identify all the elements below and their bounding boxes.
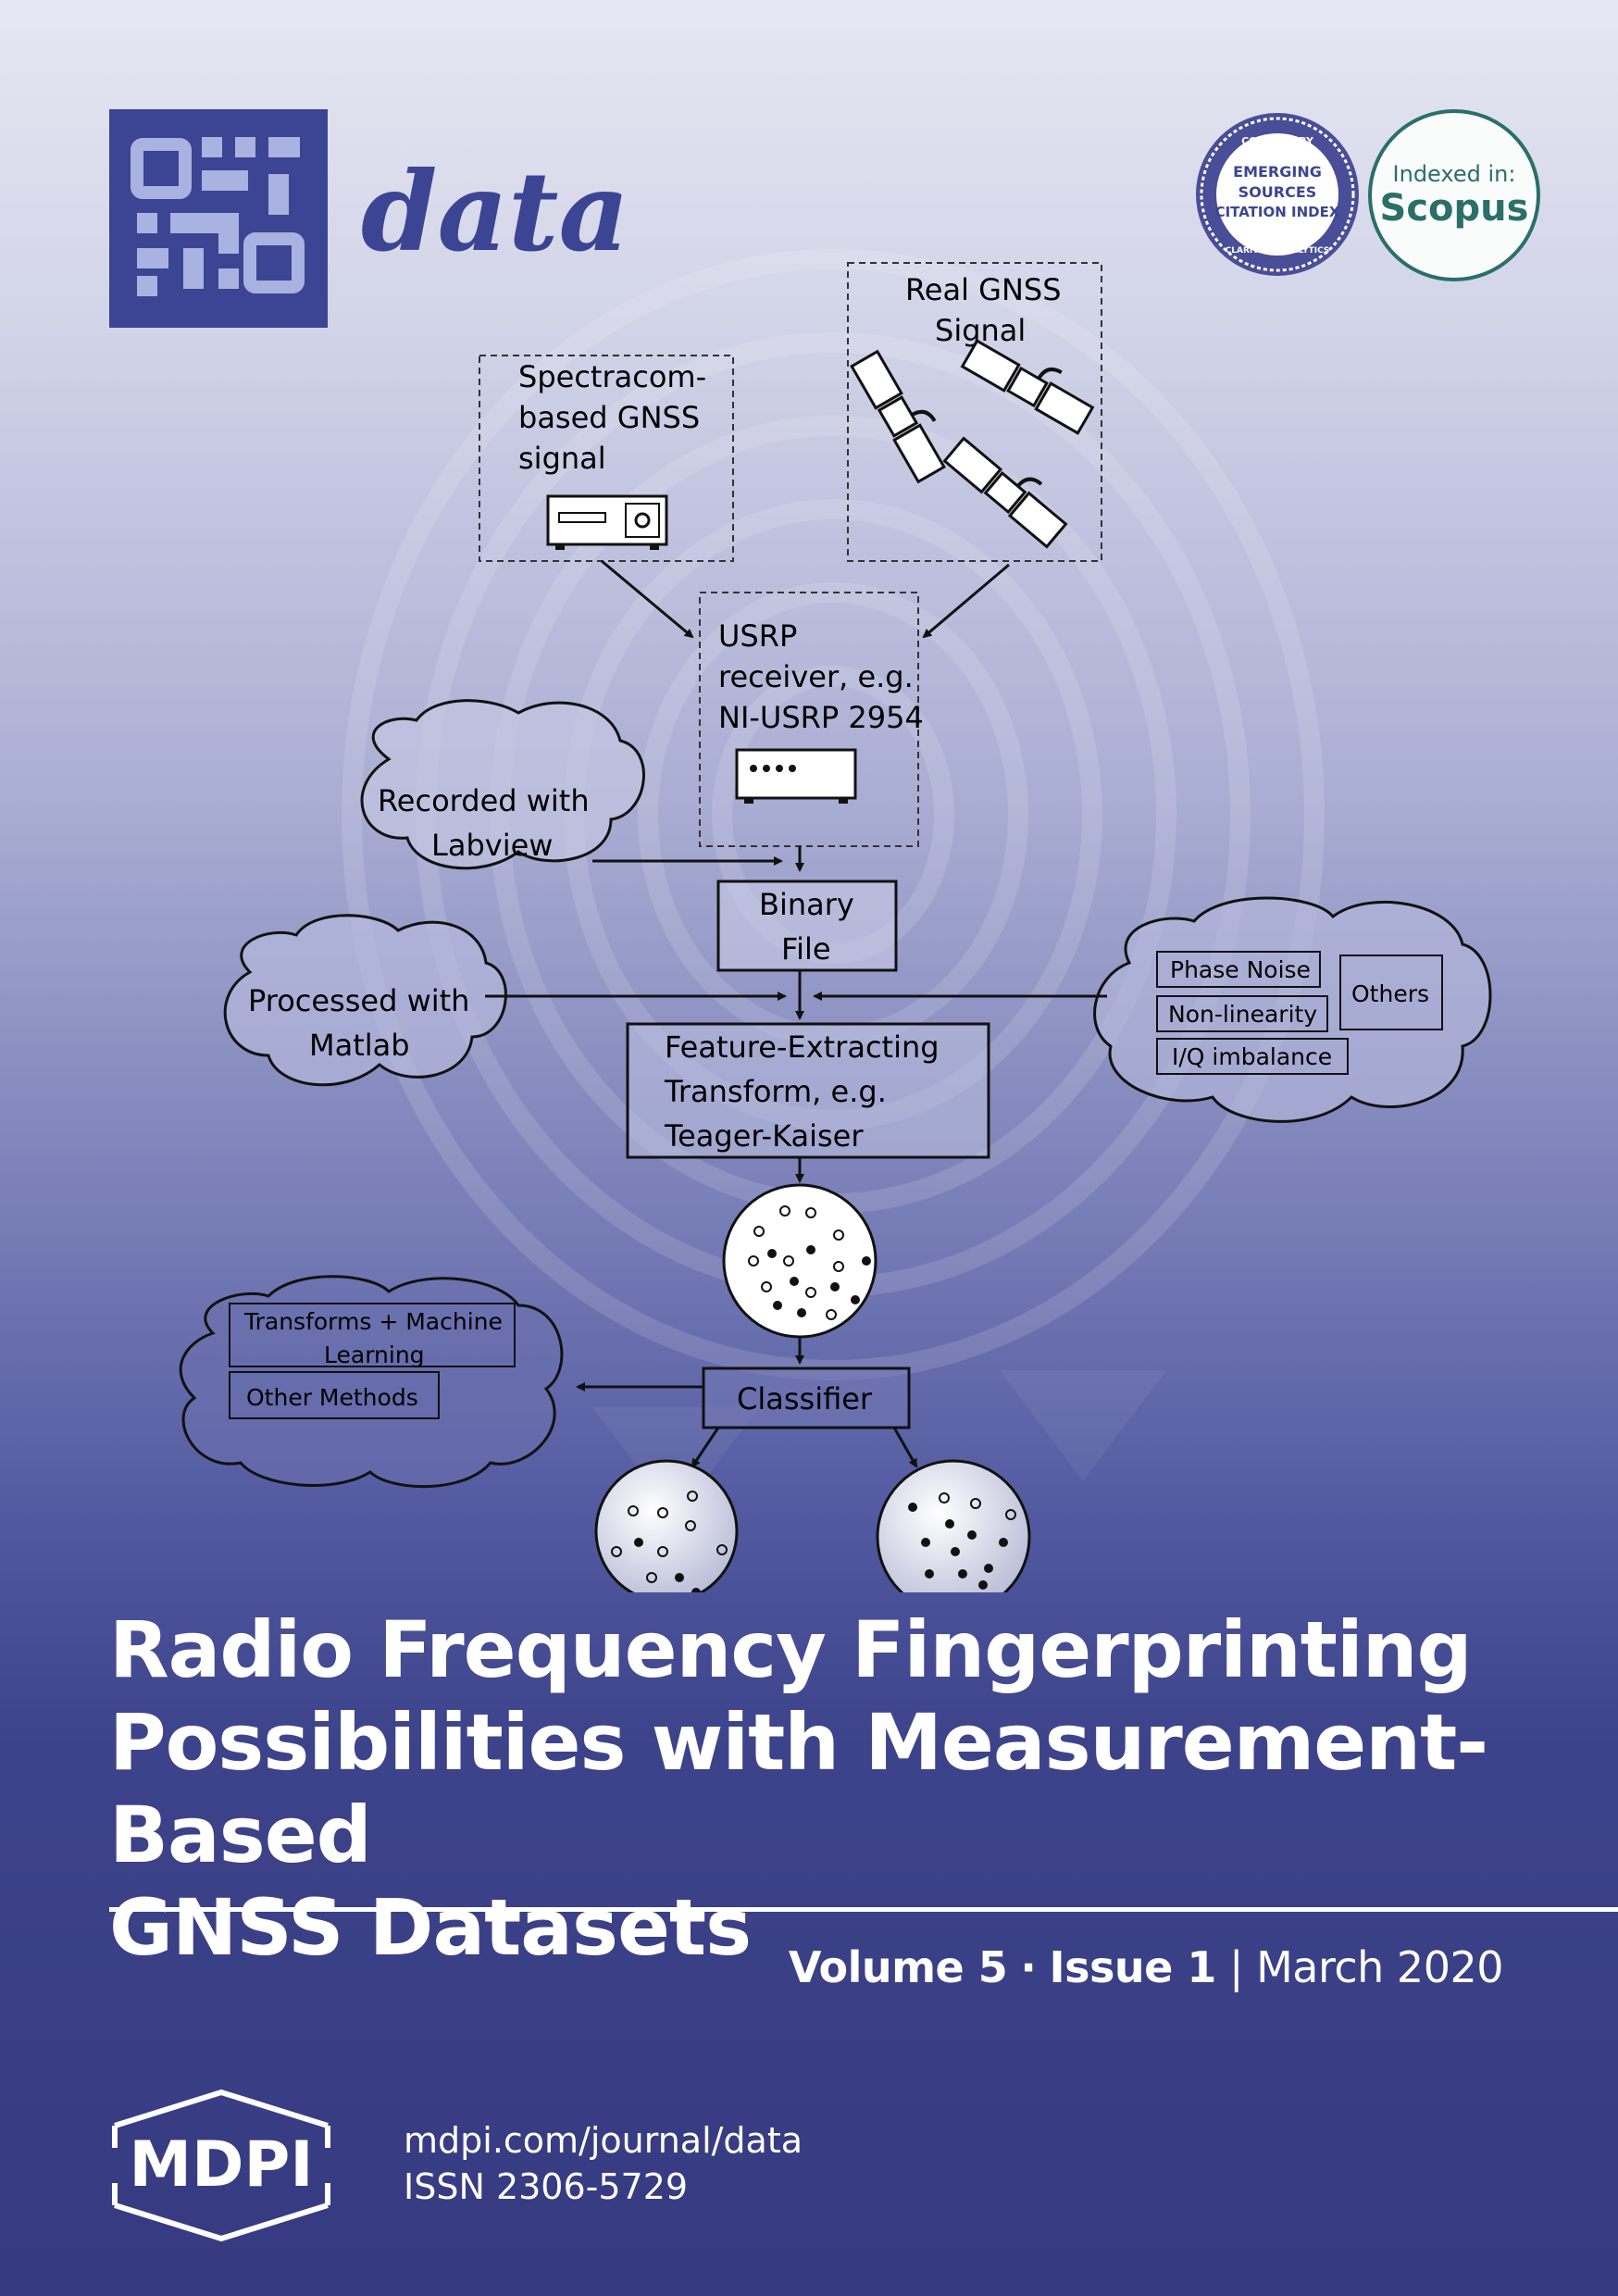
feature-label-3: Teager-Kaiser xyxy=(664,1118,864,1154)
issue-info: Volume 5 · Issue 1 | March 2020 xyxy=(788,1942,1504,1992)
journal-url[interactable]: mdpi.com/journal/data xyxy=(404,2120,803,2161)
class-a-circle xyxy=(594,1459,739,1592)
scopus-badge: Indexed in: Scopus xyxy=(1368,109,1540,281)
scopus-label: Indexed in: xyxy=(1392,161,1516,187)
issue-bar: | xyxy=(1228,1942,1244,1992)
esci-line-3: CITATION INDEX xyxy=(1214,204,1340,220)
spectracom-label-1: Spectracom- xyxy=(518,359,706,394)
others-label: Others xyxy=(1351,980,1429,1007)
satellite-icon xyxy=(850,349,946,484)
issue-date: March 2020 xyxy=(1256,1942,1503,1992)
feature-transform-box xyxy=(626,1022,990,1159)
transforms-label-2: Learning xyxy=(324,1341,425,1368)
qr-logo-icon xyxy=(131,137,305,296)
spectracom-label-3: signal xyxy=(518,441,606,476)
binary-file-box xyxy=(716,880,898,972)
feature-space-circle xyxy=(722,1183,877,1339)
recorded-label-1: Recorded with xyxy=(378,783,590,818)
class-b-circle xyxy=(876,1459,1031,1592)
mdpi-logo: MDPI xyxy=(107,2089,335,2242)
recorded-label-2: Labview xyxy=(431,828,553,863)
impairments-cloud xyxy=(1093,896,1492,1123)
spectracom-box xyxy=(479,355,734,562)
title-line-2: Possibilities with Measurement-Based xyxy=(109,1697,1488,1880)
processed-cloud xyxy=(223,914,507,1087)
divider-rule xyxy=(109,1907,1618,1912)
volume-label: Volume 5 xyxy=(788,1942,1008,1992)
usrp-box xyxy=(699,592,919,847)
usrp-label-2: receiver, e.g. xyxy=(718,659,914,694)
real-gnss-box xyxy=(847,262,1102,562)
journal-name: data xyxy=(361,147,629,276)
esci-badge: COVERED BY EMERGING SOURCES CITATION IND… xyxy=(1194,111,1361,278)
usrp-device-icon xyxy=(735,748,857,804)
usrp-label-1: USRP xyxy=(718,618,797,654)
journal-logo xyxy=(109,109,328,328)
esci-line-2: SOURCES xyxy=(1238,183,1317,201)
processed-label-2: Matlab xyxy=(309,1028,410,1063)
binary-label-2: File xyxy=(781,931,831,967)
usrp-label-3: NI-USRP 2954 xyxy=(718,700,924,735)
esci-seal-icon xyxy=(1196,113,1359,276)
classifier-box xyxy=(702,1366,911,1429)
iq-imbalance-label: I/Q imbalance xyxy=(1172,1043,1332,1070)
scopus-name: Scopus xyxy=(1379,187,1529,230)
feature-label-2: Transform, e.g. xyxy=(664,1074,887,1109)
transforms-label-1: Transforms + Machine xyxy=(243,1308,503,1335)
real-gnss-label-1: Real GNSS xyxy=(905,272,1062,307)
methods-cloud xyxy=(179,1275,564,1489)
recorded-cloud xyxy=(360,699,645,870)
processed-label-1: Processed with xyxy=(248,983,469,1018)
classifier-label: Classifier xyxy=(737,1381,873,1416)
esci-top-text: COVERED BY xyxy=(1241,135,1313,147)
title-line-3: GNSS Datasets xyxy=(109,1882,752,1973)
feature-label-1: Feature-Extracting xyxy=(665,1029,940,1065)
spectracom-label-2: based GNSS xyxy=(518,400,700,435)
issn-number: ISSN 2306-5729 xyxy=(404,2166,689,2207)
issue-separator: · xyxy=(1020,1942,1037,1992)
satellite-icon xyxy=(960,339,1095,435)
satellite-icon xyxy=(942,436,1068,549)
binary-label-1: Binary xyxy=(759,887,854,922)
esci-line-1: EMERGING xyxy=(1233,163,1322,181)
non-linearity-label: Non-linearity xyxy=(1168,1001,1317,1028)
rf-fingerprinting-diagram: Spectracom- based GNSS signal Real GNSS … xyxy=(179,262,1492,1592)
signal-generator-icon xyxy=(546,494,668,550)
other-methods-label: Other Methods xyxy=(246,1384,418,1411)
esci-bottom-text: CLARIVATE ANALYTICS xyxy=(1225,246,1330,256)
mdpi-logo-text: MDPI xyxy=(129,2128,314,2202)
phase-noise-label: Phase Noise xyxy=(1170,956,1311,983)
title-line-1: Radio Frequency Fingerprinting xyxy=(109,1604,1473,1695)
mdpi-hexagon-icon xyxy=(112,2089,330,2242)
issue-number: Issue 1 xyxy=(1049,1942,1216,1992)
article-title: Radio Frequency Fingerprinting Possibili… xyxy=(109,1603,1553,1974)
